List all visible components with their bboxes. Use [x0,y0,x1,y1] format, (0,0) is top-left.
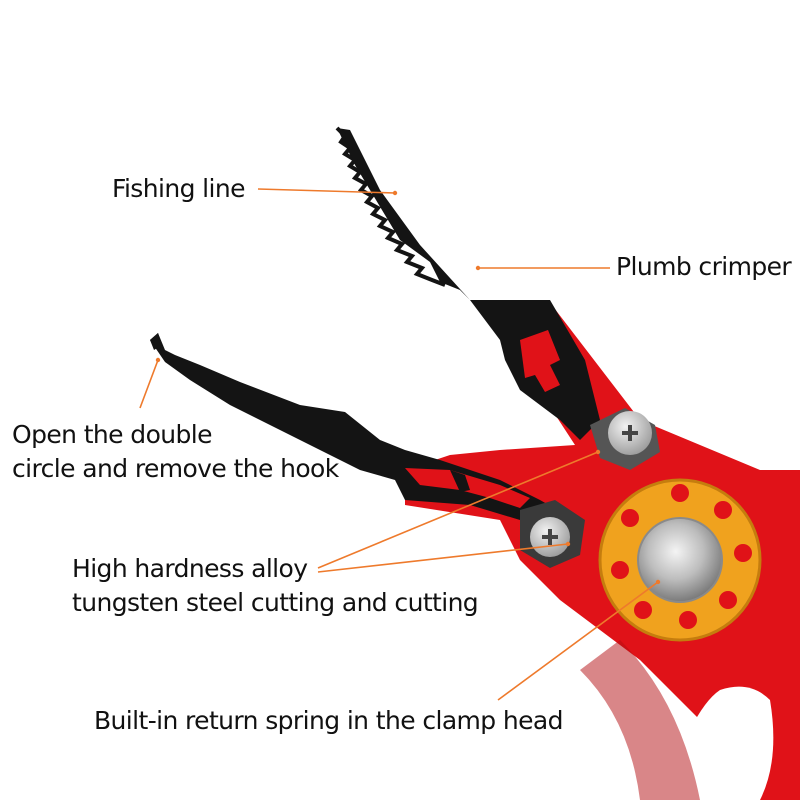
callout-fishing-line: Fishing line [112,174,246,203]
upper-jaw [335,126,600,440]
lower-screw [520,500,585,568]
leader-lines [139,188,659,701]
callout-alloy-line-2: tungsten steel cutting and cutting [72,588,479,617]
callout-return-spring: Built-in return spring in the clamp head [94,706,564,735]
leader-dots [155,190,661,585]
callout-open-hook-line-2: circle and remove the hook [12,454,339,483]
spring-ring [598,478,762,642]
callout-alloy: High hardness alloy tungsten steel cutti… [72,552,479,620]
callout-open-hook: Open the double circle and remove the ho… [12,418,339,486]
upper-screw [590,408,660,470]
callout-plumb-crimper: Plumb crimper [616,252,792,281]
lower-jaw [150,333,575,545]
handle-cutout [690,686,774,800]
callout-alloy-line-1: High hardness alloy [72,554,308,583]
callout-open-hook-line-1: Open the double [12,420,213,449]
